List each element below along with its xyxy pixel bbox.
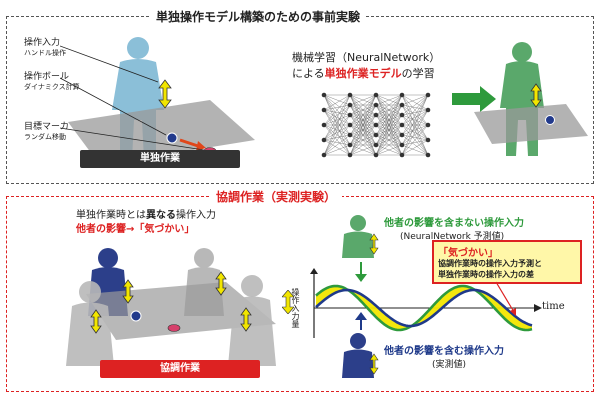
model-input-arrow bbox=[530, 83, 542, 108]
x-axis-label: time bbox=[542, 301, 565, 312]
input-arrow-1 bbox=[122, 279, 134, 304]
cooperative-table bbox=[86, 282, 276, 340]
callout-pointer bbox=[495, 281, 515, 313]
pre-experiment-title: 単独操作モデル構築のための事前実験 bbox=[150, 8, 367, 25]
nn-node bbox=[347, 152, 353, 158]
cooperative-target bbox=[167, 324, 181, 332]
nn-node bbox=[399, 112, 405, 118]
chart-input-arrow bbox=[282, 290, 294, 314]
series-line-prediction bbox=[315, 284, 533, 332]
influence-sublabel: (実測値) bbox=[432, 360, 467, 370]
ball-label: 操作ボール ダイナミクス計算 bbox=[24, 72, 80, 91]
input-label: 操作入力 ハンドル操作 bbox=[24, 38, 66, 57]
neural-network-diagram bbox=[321, 92, 431, 158]
cooperative-task-bar: 協調作業 bbox=[100, 360, 260, 378]
nn-node bbox=[399, 92, 405, 98]
person-front-right bbox=[228, 275, 276, 366]
nn-node bbox=[347, 132, 353, 138]
input-arrow-2 bbox=[215, 271, 227, 296]
nn-node bbox=[321, 107, 327, 113]
model-ball bbox=[545, 115, 555, 125]
navy-person-icon bbox=[342, 333, 379, 378]
callout-line1: 協調作業時の操作入力予測と bbox=[438, 259, 542, 268]
nn-node bbox=[347, 112, 353, 118]
nn-node bbox=[321, 122, 327, 128]
learned-model-illustration bbox=[474, 42, 588, 156]
nn-node bbox=[373, 142, 379, 148]
nn-node bbox=[347, 122, 353, 128]
nn-node bbox=[425, 92, 431, 98]
nn-node bbox=[347, 102, 353, 108]
ml-text-line2: による単独作業モデルの学習 bbox=[292, 67, 435, 80]
input-arrow-4 bbox=[240, 307, 252, 332]
input-arrow-3 bbox=[90, 309, 102, 334]
influence-label: 他者の影響を含む操作入力 bbox=[384, 346, 504, 357]
cooperative-experiment-title: 協調作業（実測実験） bbox=[210, 188, 343, 205]
nn-node bbox=[399, 122, 405, 128]
y-axis-label: 操作入力量 bbox=[291, 288, 300, 328]
motion-arrow bbox=[179, 138, 199, 148]
nn-node bbox=[347, 142, 353, 148]
ml-text-line1: 機械学習（NeuralNetwork） bbox=[292, 51, 441, 64]
desc-line1: 単独作業時とは異なる操作入力 bbox=[76, 210, 216, 221]
control-ball bbox=[166, 132, 178, 144]
person-front-left bbox=[66, 281, 114, 366]
navy-up-arrow bbox=[355, 312, 367, 330]
learning-arrow bbox=[452, 86, 496, 112]
nn-node bbox=[321, 92, 327, 98]
nn-node bbox=[347, 92, 353, 98]
nn-node bbox=[425, 107, 431, 113]
nn-node bbox=[373, 102, 379, 108]
no-influence-sublabel: (NeuralNetwork 予測値) bbox=[400, 232, 505, 242]
nn-node bbox=[399, 132, 405, 138]
nn-node bbox=[373, 92, 379, 98]
nn-node bbox=[373, 152, 379, 158]
solo-task-bar: 単独作業 bbox=[80, 150, 240, 168]
nn-node bbox=[425, 137, 431, 143]
kizukai-callout: 「気づかい」 協調作業時の操作入力予測と 単独作業時の操作入力の差 bbox=[432, 240, 582, 284]
marker-label: 目標マーカ ランダム移動 bbox=[24, 122, 70, 141]
nn-node bbox=[425, 122, 431, 128]
nn-node bbox=[373, 122, 379, 128]
callout-line2: 単独作業時の操作入力の差 bbox=[438, 270, 534, 279]
desc-line2: 他者の影響→「気づかい」 bbox=[76, 224, 195, 235]
nn-node bbox=[373, 112, 379, 118]
green-person-icon bbox=[342, 215, 379, 258]
cooperative-task-illustration bbox=[66, 248, 276, 366]
no-influence-label: 他者の影響を含まない操作入力 bbox=[384, 218, 524, 229]
nn-node bbox=[321, 137, 327, 143]
operation-input-chart bbox=[310, 268, 542, 338]
nn-node bbox=[321, 152, 327, 158]
solo-task-illustration bbox=[60, 37, 255, 165]
nn-node bbox=[399, 142, 405, 148]
nn-node bbox=[399, 152, 405, 158]
handle-input-arrow bbox=[158, 79, 172, 109]
nn-node bbox=[399, 102, 405, 108]
model-table bbox=[474, 104, 588, 144]
green-down-arrow bbox=[355, 262, 367, 282]
cooperative-ball bbox=[130, 310, 142, 322]
nn-node bbox=[425, 152, 431, 158]
series-line-measured bbox=[315, 288, 533, 328]
nn-node bbox=[373, 132, 379, 138]
callout-title: 「気づかい」 bbox=[438, 248, 498, 259]
